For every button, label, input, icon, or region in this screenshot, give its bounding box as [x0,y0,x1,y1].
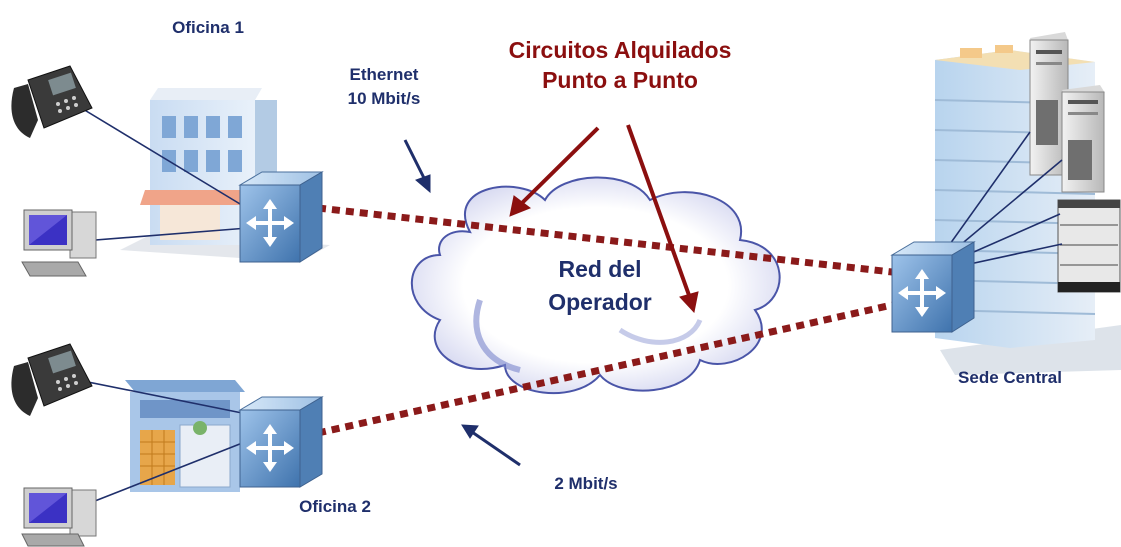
circuit-arrows [509,124,699,314]
leased-lines [317,204,893,437]
bandwidth-2m-label: 2 Mbit/s [554,474,617,493]
ethernet-arrow [403,139,431,194]
computer-icon [21,209,97,277]
operator-cloud [410,176,781,395]
cloud-label-line1: Red del [558,256,641,282]
switch-icon [238,171,324,263]
computer-icon [21,487,97,547]
retail-store-icon [125,380,245,492]
bandwidth-arrow [461,424,521,467]
headquarters-label: Sede Central [958,368,1062,387]
office2-label: Oficina 2 [299,497,371,516]
office-building-icon [120,88,330,262]
ethernet-speed-label: 10 Mbit/s [348,89,421,108]
server-icon [1057,199,1121,293]
office1-label: Oficina 1 [172,18,244,37]
switch-icon [890,241,976,333]
server-icon [1061,85,1105,193]
phone-icon [11,65,93,138]
ethernet-label: Ethernet [350,65,419,84]
cloud-label-line2: Operador [548,289,652,315]
circuits-type-label: Punto a Punto [542,67,698,93]
switch-icon [238,396,324,488]
phone-icon [11,343,93,416]
circuits-label: Circuitos Alquilados [509,37,732,63]
